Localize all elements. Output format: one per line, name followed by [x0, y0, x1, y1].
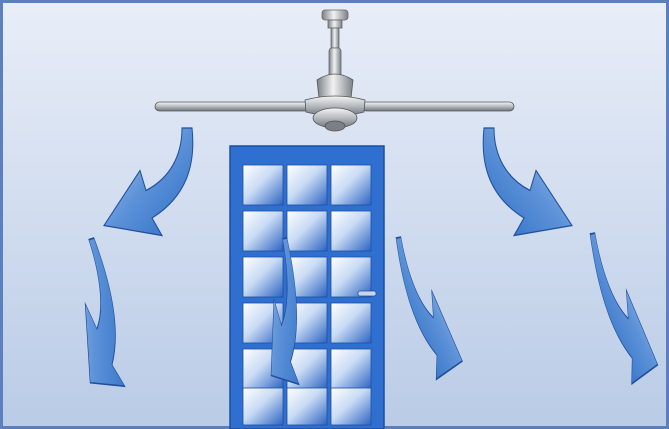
door-pane	[243, 388, 283, 425]
door-pane	[331, 349, 371, 389]
door-pane	[331, 211, 371, 251]
door-pane	[287, 211, 327, 251]
door-pane	[331, 303, 371, 343]
door-pane	[287, 165, 327, 205]
door-pane	[243, 211, 283, 251]
door-pane	[331, 165, 371, 205]
door-pane	[331, 388, 371, 425]
door-pane	[243, 257, 283, 297]
door-pane	[243, 165, 283, 205]
door-handle	[358, 291, 376, 296]
door-pane	[287, 388, 327, 425]
door-icon	[230, 146, 384, 429]
